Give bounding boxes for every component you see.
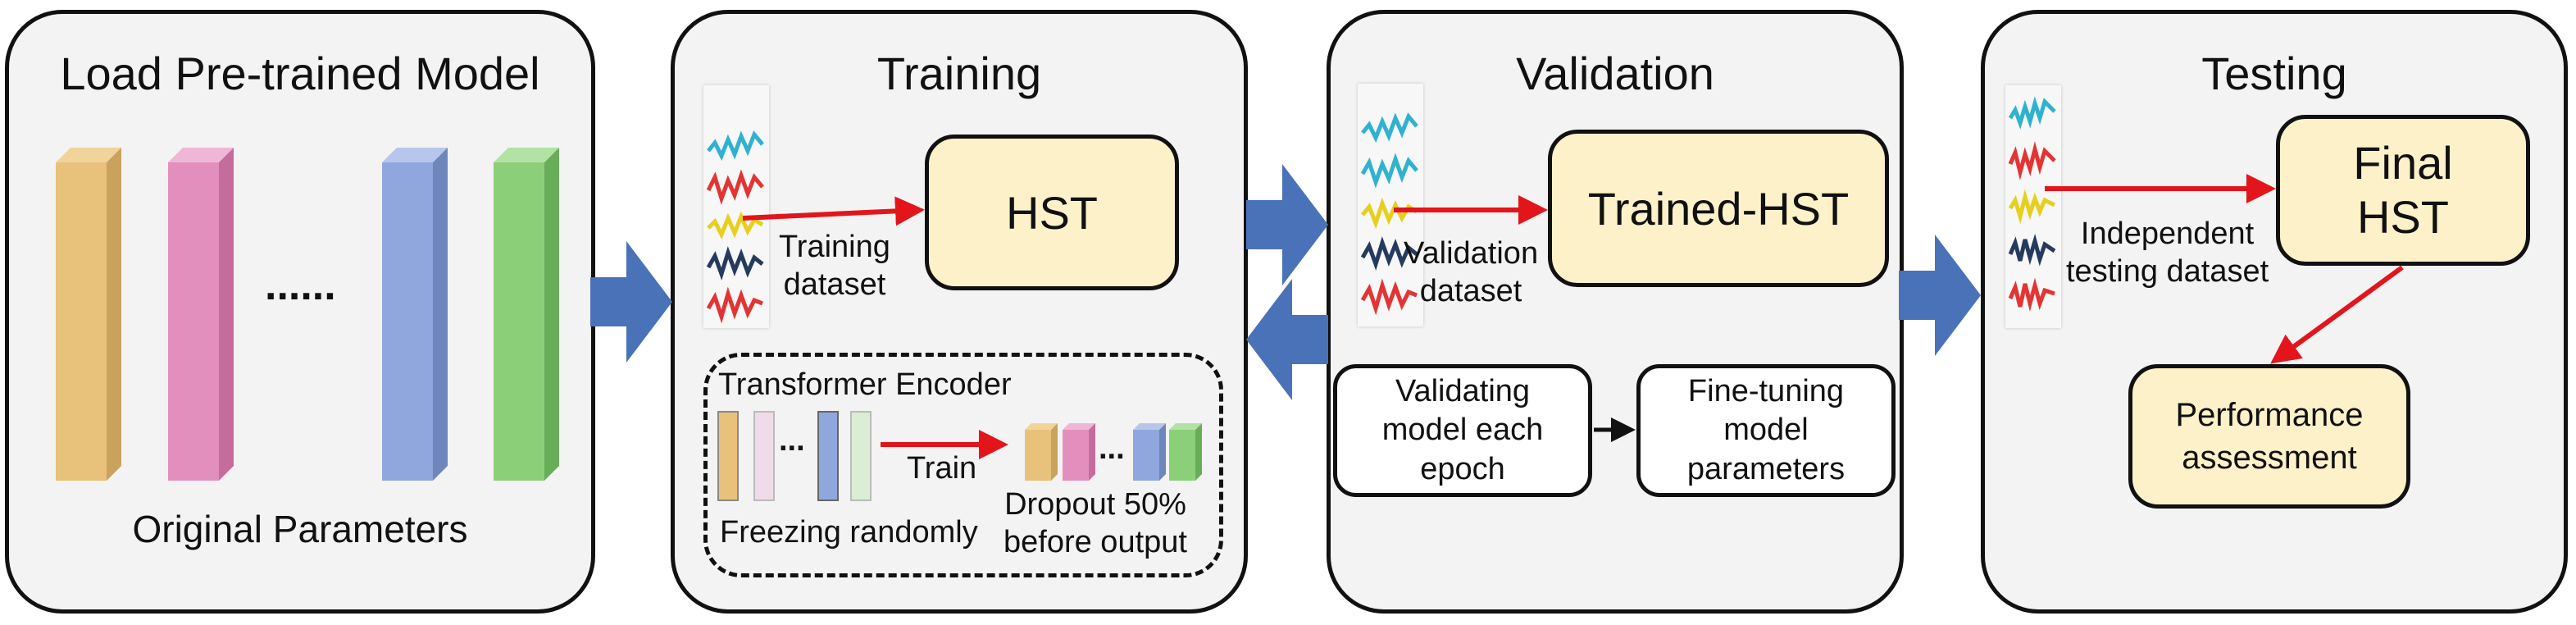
training-title: Training	[876, 48, 1042, 99]
transformer-encoder-box	[703, 353, 1223, 577]
trained-hst-model-box: Trained-HST	[1548, 130, 1889, 287]
dropout-label: Dropout 50% before output	[1004, 487, 1187, 560]
original-parameters-caption: Original Parameters	[132, 508, 468, 550]
frozen-bar-1-icon	[717, 411, 739, 501]
flow-arrow-training-to-validation-icon	[1246, 164, 1328, 285]
flow-arrow-validation-to-training-icon	[1246, 279, 1328, 400]
training-dataset-thumbnail-icon	[703, 85, 769, 328]
train-label: Train	[907, 451, 977, 486]
parameter-bar-pink-icon	[168, 148, 234, 481]
parameter-bar-orange-icon	[56, 148, 121, 481]
validating-each-epoch-box: Validating model each epoch	[1333, 364, 1592, 497]
hst-model-label: HST	[1006, 186, 1098, 239]
validation-dataset-label: Validation dataset	[1404, 236, 1539, 309]
dropout-bar-2-icon	[1063, 423, 1095, 481]
fine-tuning-box: Fine-tuning model parameters	[1636, 364, 1896, 497]
training-dataset-label: Training dataset	[779, 230, 890, 303]
frozen-bar-4-icon	[850, 411, 872, 501]
frozen-bar-2-icon	[753, 411, 775, 501]
independent-testing-dataset-label: Independent testing dataset	[2066, 217, 2269, 290]
final-hst-model-label: Final HST	[2353, 136, 2453, 243]
training-dataset-waves-icon	[706, 130, 764, 324]
parameter-bar-blue-icon	[382, 148, 448, 481]
testing-title: Testing	[2201, 48, 2347, 99]
transformer-encoder-title: Transformer Encoder	[718, 367, 1012, 402]
testing-panel: Testing	[1981, 10, 2568, 614]
dropout-bar-4-icon	[1169, 423, 1202, 481]
dropout-bar-3-icon	[1133, 423, 1166, 481]
performance-assessment-box: Performance assessment	[2128, 364, 2410, 509]
validating-each-epoch-label: Validating model each epoch	[1381, 373, 1544, 486]
fine-tuning-label: Fine-tuning model parameters	[1686, 373, 1846, 486]
freezing-randomly-label: Freezing randomly	[720, 515, 978, 550]
dropout-ellipsis: ...	[1099, 431, 1125, 466]
ellipsis-text: ......	[265, 262, 336, 309]
flow-arrow-validation-to-testing-icon	[1899, 235, 1981, 356]
dropout-bar-1-icon	[1025, 423, 1058, 481]
hst-model-box: HST	[925, 135, 1179, 290]
performance-assessment-label: Performance assessment	[2175, 397, 2364, 476]
load-model-title: Load Pre-trained Model	[60, 48, 540, 99]
trained-hst-model-label: Trained-HST	[1587, 182, 1850, 235]
parameter-bar-green-icon	[494, 148, 559, 481]
frozen-bar-3-icon	[817, 411, 839, 501]
validation-title: Validation	[1516, 48, 1714, 99]
final-hst-model-box: Final HST	[2276, 115, 2530, 266]
flow-arrow-load-to-training-icon	[590, 241, 672, 363]
testing-dataset-waves-icon	[2008, 96, 2056, 312]
frozen-ellipsis: ...	[779, 423, 805, 458]
